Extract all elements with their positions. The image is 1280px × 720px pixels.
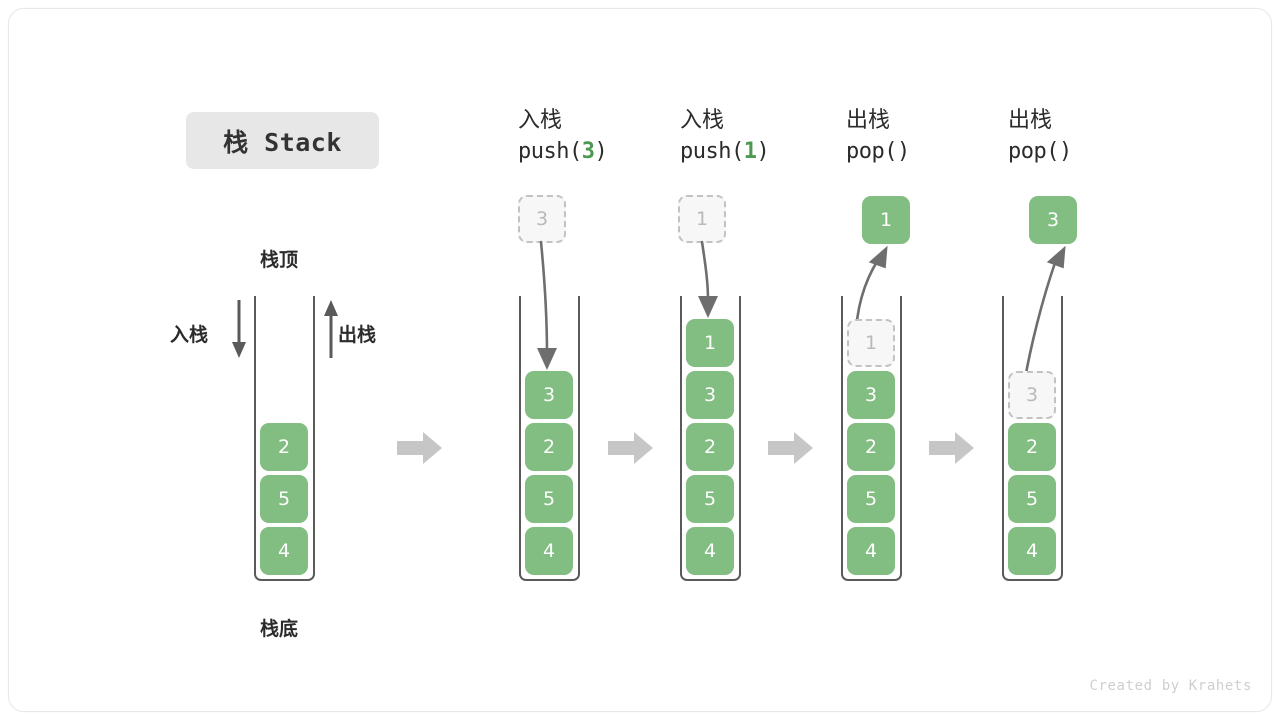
stack-container-initial [254,296,315,581]
pop-call-suffix: ) [1058,139,1072,164]
pop-call-prefix: pop( [1008,139,1059,164]
flow-arrow-icon [929,432,974,464]
column-header-line2: push(1) [680,136,880,168]
stack-cell: 5 [847,475,895,523]
stack-cell: 3 [686,371,734,419]
column-header-line1: 入栈 [518,108,563,133]
label-stack-top: 栈顶 [260,249,299,271]
stack-container-pop-1 [841,296,902,581]
column-header-push-1: 入栈 push(1) [680,106,880,168]
page-title: 栈 Stack [223,127,342,157]
push-motion-arrow-icon [537,240,557,370]
stack-container-pop-3 [1002,296,1063,581]
pop-call-prefix: pop( [846,139,897,164]
stack-cell: 2 [686,423,734,471]
push-call-suffix: ) [756,139,770,164]
popped-element: 3 [1029,196,1077,244]
diagram-title-chip: 栈 Stack [186,112,379,169]
column-header-push-3: 入栈 push(3) [518,106,718,168]
incoming-element-ghost: 3 [518,195,566,243]
push-call-prefix: push( [680,139,744,164]
stack-cell: 3 [847,371,895,419]
stack-cell: 1 [686,319,734,367]
column-header-line1: 入栈 [680,108,725,133]
stack-cell: 5 [260,475,308,523]
incoming-element-ghost: 1 [678,195,726,243]
stack-container-push-3 [519,296,580,581]
watermark-credit: Created by Krahets [1089,678,1252,694]
stack-cell: 4 [525,527,573,575]
column-header-pop-3: 出栈 pop() [1008,106,1208,168]
stack-cell: 3 [525,371,573,419]
column-header-line1: 出栈 [1008,108,1053,133]
stack-cell: 4 [1008,527,1056,575]
popped-element: 1 [862,196,910,244]
stack-cell: 2 [525,423,573,471]
push-motion-arrow-icon [698,240,718,318]
flow-arrow-icon [608,432,653,464]
column-header-line2: push(3) [518,136,718,168]
label-stack-bottom: 栈底 [260,618,299,640]
column-header-line2: pop() [1008,136,1208,168]
flow-arrow-icon [397,432,442,464]
push-direction-arrow-icon [232,300,246,358]
column-header-line2: pop() [846,136,1046,168]
stack-cell: 2 [847,423,895,471]
pop-call-suffix: ) [896,139,910,164]
stack-cell: 5 [1008,475,1056,523]
stack-cell: 4 [260,527,308,575]
label-push-side: 入栈 [170,324,209,346]
popped-element-ghost: 3 [1008,371,1056,419]
label-pop-side: 出栈 [338,324,377,346]
flow-arrow-icon [768,432,813,464]
column-header-line1: 出栈 [846,108,891,133]
push-argument: 3 [581,139,595,164]
stack-cell: 5 [686,475,734,523]
stack-cell: 2 [260,423,308,471]
stack-cell: 4 [847,527,895,575]
stack-cell: 5 [525,475,573,523]
stack-cell: 2 [1008,423,1056,471]
push-call-prefix: push( [518,139,582,164]
popped-element-ghost: 1 [847,319,895,367]
column-header-pop-1: 出栈 pop() [846,106,1046,168]
stack-cell: 4 [686,527,734,575]
push-call-suffix: ) [594,139,608,164]
stack-container-push-1 [680,296,741,581]
pop-direction-arrow-icon [324,300,338,358]
push-argument: 1 [743,139,757,164]
